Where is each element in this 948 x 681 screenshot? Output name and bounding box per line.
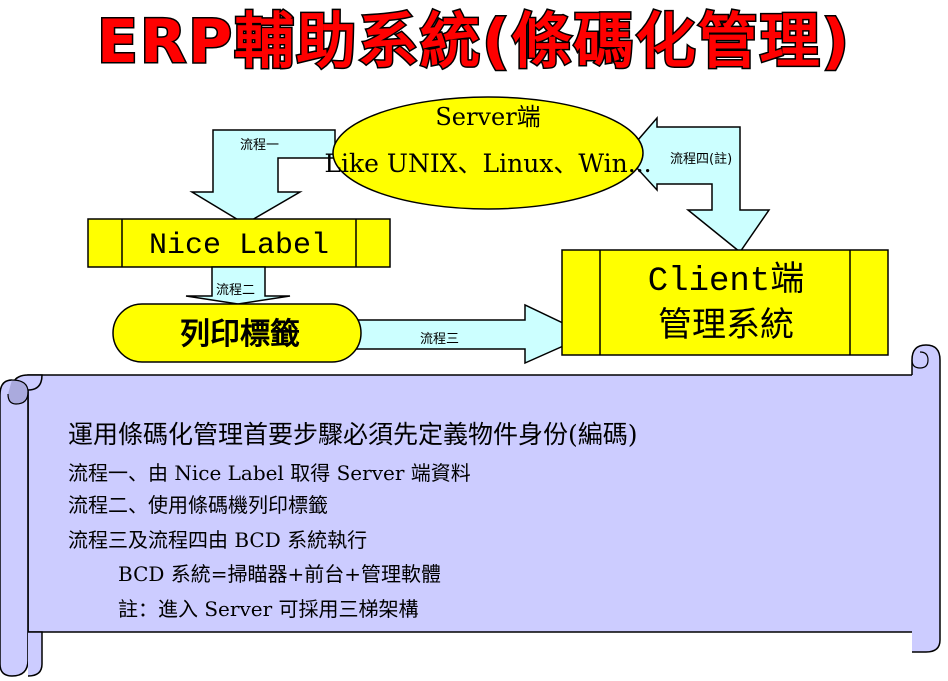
page-title: ERP輔助系統(條碼化管理) (97, 7, 851, 77)
server-subtitle: Like UNIX、Linux、Win... (324, 149, 651, 178)
flow1-arrow (189, 129, 336, 225)
flow2-arrow (185, 266, 291, 305)
scroll-heading: 運用條碼化管理首要步驟必須先定義物件身份(編碼) (68, 420, 638, 449)
flow3-arrow (344, 303, 590, 365)
flow2-label: 流程二 (216, 283, 255, 298)
print-label-box (112, 303, 362, 363)
nice-label-text: Nice Label (149, 229, 329, 263)
client-title: Client端 (648, 261, 804, 301)
flow4-arrow (623, 115, 771, 254)
server-ellipse (332, 96, 644, 210)
flow4-label: 流程四(註) (670, 152, 732, 167)
nice-label-box (87, 218, 391, 268)
scroll-line-4: BCD 系統=掃瞄器+前台+管理軟體 (118, 562, 441, 586)
client-subtitle: 管理系統 (658, 305, 794, 345)
scroll-panel (0, 344, 941, 677)
flow3-label: 流程三 (420, 332, 459, 347)
server-title: Server端 (435, 103, 540, 131)
flow1-label: 流程一 (240, 138, 279, 153)
client-box (561, 249, 889, 356)
scroll-line-2: 流程二、使用條碼機列印標籤 (68, 493, 328, 517)
print-label-text: 列印標籤 (180, 317, 300, 352)
scroll-line-5: 註：進入 Server 可採用三梯架構 (118, 597, 419, 621)
scroll-line-1: 流程一、由 Nice Label 取得 Server 端資料 (68, 461, 471, 485)
scroll-line-3: 流程三及流程四由 BCD 系統執行 (68, 528, 367, 552)
